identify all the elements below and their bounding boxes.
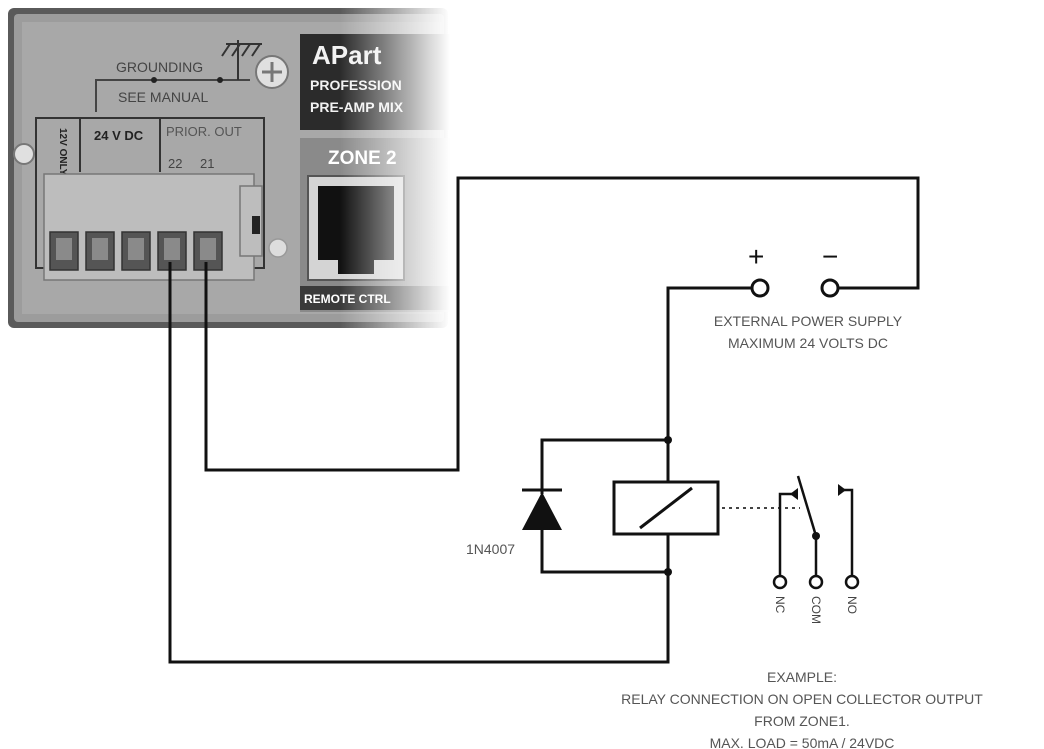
wires	[168, 176, 920, 664]
screw-icon-left	[13, 143, 35, 165]
relay-nc-label: NC	[773, 596, 787, 614]
prior-out-label: PRIOR. OUT	[166, 124, 242, 139]
plus-terminal	[750, 278, 770, 298]
terminal-12v-label: 12V ONLY	[57, 128, 68, 176]
diode-symbol: 1N4007	[466, 488, 562, 557]
wire-plus	[666, 286, 760, 440]
device-panel: APart PROFESSION PRE-AMP MIX ZONE 2 REMO…	[8, 0, 450, 340]
example-line-4: MAX. LOAD = 50mA / 24VDC	[710, 735, 895, 749]
power-supply-line-1: EXTERNAL POWER SUPPLY	[714, 313, 903, 329]
wire-pin22	[168, 262, 670, 664]
ground-symbol-icon	[221, 43, 262, 57]
relay-no-label: NO	[845, 596, 859, 614]
terminal-24v-label: 24 V DC	[94, 128, 144, 143]
wire-diode-bottom	[540, 528, 668, 574]
no-contact-arrow-icon	[838, 484, 846, 496]
example-line-2: RELAY CONNECTION ON OPEN COLLECTOR OUTPU…	[621, 691, 983, 707]
example-line-1: EXAMPLE:	[767, 669, 837, 685]
power-supply-line-2: MAXIMUM 24 VOLTS DC	[728, 335, 888, 351]
power-supply: + − EXTERNAL POWER SUPPLY MAXIMUM 24 VOL…	[714, 241, 903, 351]
pin-22-label: 22	[168, 156, 182, 171]
screw-icon	[255, 55, 289, 89]
wire-pin21	[204, 176, 920, 472]
relay-com-label: COM	[809, 596, 823, 624]
nc-contact-arrow-icon	[790, 488, 798, 500]
relay-coil	[612, 480, 720, 536]
minus-symbol: −	[822, 241, 838, 272]
grounding-label: GROUNDING	[116, 59, 203, 75]
diode-label: 1N4007	[466, 541, 515, 557]
plus-symbol: +	[748, 241, 764, 272]
wire-junctions	[664, 436, 672, 576]
pin-21-label: 21	[200, 156, 214, 171]
example-line-3: FROM ZONE1.	[754, 713, 850, 729]
minus-terminal	[820, 278, 840, 298]
relay-terminals	[772, 574, 860, 590]
wire-diode-top	[540, 438, 668, 494]
example-caption: EXAMPLE: RELAY CONNECTION ON OPEN COLLEC…	[621, 669, 983, 749]
see-manual-label: SEE MANUAL	[118, 89, 208, 105]
